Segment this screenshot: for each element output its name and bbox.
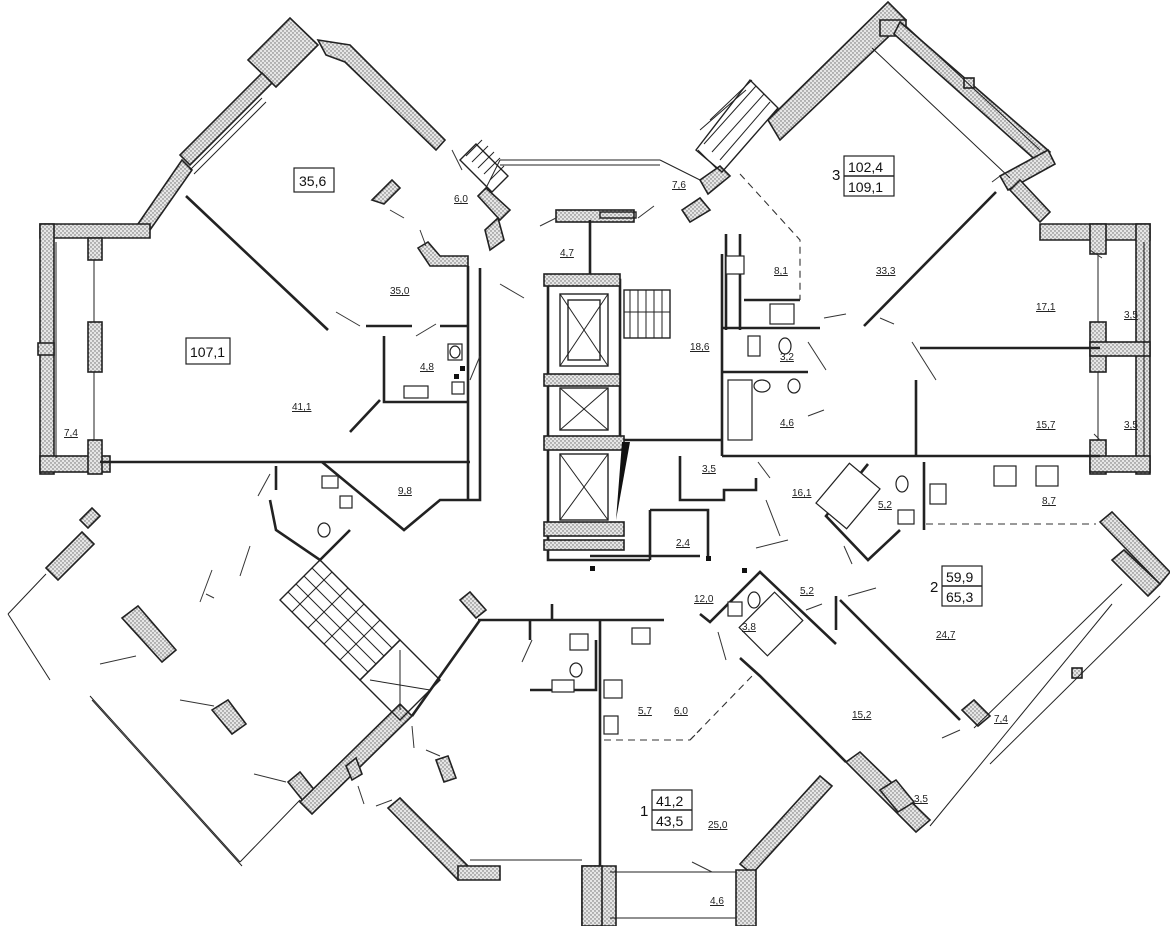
boxed-area-west: 107,1 bbox=[185, 337, 231, 365]
room-area: 7,6 bbox=[672, 180, 686, 191]
room-area: 33,3 bbox=[876, 266, 896, 277]
room-area: 18,6 bbox=[690, 342, 710, 353]
apartment-label-1: 1 41,2 43,5 bbox=[640, 789, 693, 831]
room-area: 7,4 bbox=[994, 714, 1008, 725]
room-area: 5,2 bbox=[878, 500, 892, 511]
room-area: 15,2 bbox=[852, 710, 872, 721]
room-area: 7,4 bbox=[64, 428, 78, 439]
room-area: 15,7 bbox=[1036, 420, 1056, 431]
room-area: 12,0 bbox=[694, 594, 714, 605]
exterior-walls bbox=[37, 0, 1170, 926]
room-area: 4,6 bbox=[780, 418, 794, 429]
apartment-label-3: 3 102,4 109,1 bbox=[832, 155, 895, 197]
windows bbox=[7, 25, 1161, 919]
room-area: 25,0 bbox=[708, 820, 728, 831]
door-swings bbox=[99, 149, 1103, 873]
room-area: 5,7 bbox=[638, 706, 652, 717]
apartment-living-area: 41,2 bbox=[656, 793, 683, 809]
apartment-total-area: 65,3 bbox=[946, 589, 973, 605]
room-area: 3,5 bbox=[1124, 420, 1138, 431]
room-area: 6,0 bbox=[454, 194, 468, 205]
apartment-number: 2 bbox=[930, 579, 938, 596]
room-area: 3,8 bbox=[742, 622, 756, 633]
boxed-area-nw: 35,6 bbox=[293, 167, 335, 193]
zone-dashes bbox=[604, 173, 1096, 741]
room-area: 16,1 bbox=[792, 488, 812, 499]
room-area: 35,0 bbox=[390, 286, 410, 297]
elevators bbox=[559, 293, 609, 521]
room-area: 3,5 bbox=[914, 794, 928, 805]
room-area: 3,2 bbox=[780, 352, 794, 363]
room-area: 4,6 bbox=[710, 896, 724, 907]
room-area: 6,0 bbox=[674, 706, 688, 717]
apartment-number: 1 bbox=[640, 803, 648, 820]
apartment-living-area: 102,4 bbox=[848, 159, 883, 175]
apartment-total-area: 43,5 bbox=[656, 813, 683, 829]
room-area: 3,5 bbox=[702, 464, 716, 475]
area-value: 35,6 bbox=[299, 173, 326, 189]
room-area: 8,7 bbox=[1042, 496, 1056, 507]
room-area-labels: 6,0 35,0 4,7 7,6 8,1 33,3 17,1 3,5 4,8 3… bbox=[64, 180, 1138, 907]
room-area: 4,8 bbox=[420, 362, 434, 373]
room-area: 2,4 bbox=[676, 538, 690, 549]
room-area: 5,2 bbox=[800, 586, 814, 597]
room-area: 9,8 bbox=[398, 486, 412, 497]
sanitary-fixtures bbox=[317, 255, 1059, 735]
room-area: 3,5 bbox=[1124, 310, 1138, 321]
apartment-living-area: 59,9 bbox=[946, 569, 973, 585]
staircases bbox=[279, 78, 779, 721]
apartment-number: 3 bbox=[832, 167, 840, 184]
apartment-label-2: 2 59,9 65,3 bbox=[930, 565, 983, 607]
room-area: 41,1 bbox=[292, 402, 312, 413]
room-area: 17,1 bbox=[1036, 302, 1056, 313]
room-area: 8,1 bbox=[774, 266, 788, 277]
room-area: 4,7 bbox=[560, 248, 574, 259]
interior-partitions bbox=[100, 191, 1100, 866]
room-area: 24,7 bbox=[936, 630, 956, 641]
area-value: 107,1 bbox=[190, 344, 225, 360]
markers bbox=[454, 366, 747, 573]
apartment-total-area: 109,1 bbox=[848, 179, 883, 195]
